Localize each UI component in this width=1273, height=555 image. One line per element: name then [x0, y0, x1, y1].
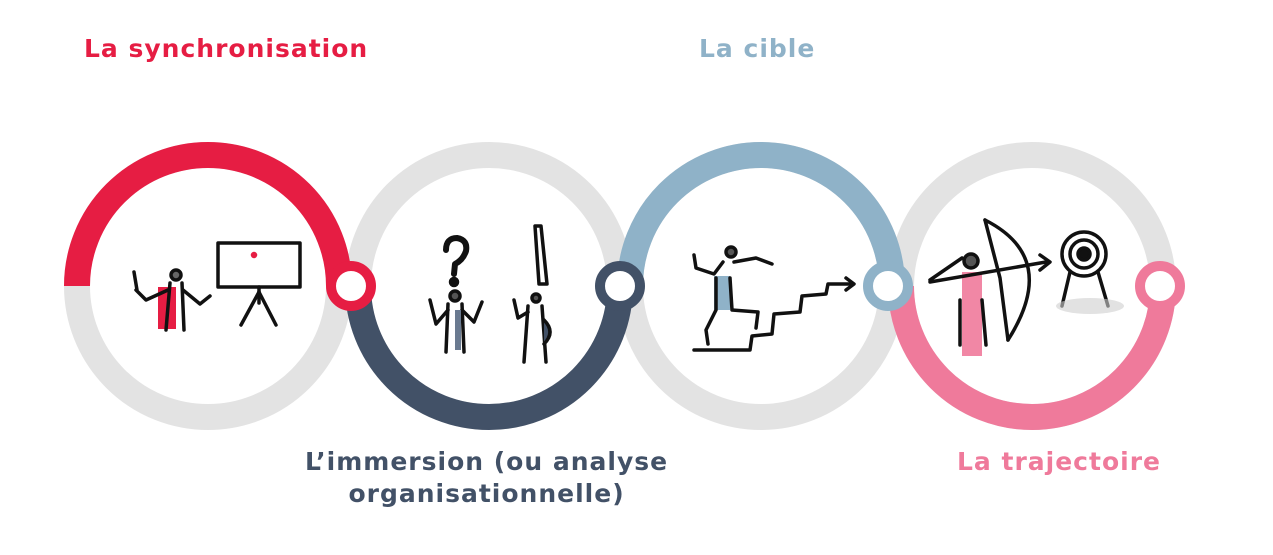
- step-label-trajectoire: La trajectoire: [957, 447, 1161, 476]
- step-label-immersion-line1: L’immersion (ou analyse: [305, 447, 669, 476]
- ring-1-arc: [64, 142, 352, 287]
- archer-target-icon: [928, 218, 1124, 356]
- connector-dot-2: [595, 261, 645, 311]
- presenter-whiteboard-icon: [132, 241, 302, 332]
- person-climbing-stairs-icon: [692, 245, 856, 352]
- connector-dot-1: [326, 261, 376, 311]
- ring-3-arc: [617, 142, 905, 287]
- connector-dot-3: [863, 261, 913, 311]
- connector-dot-4: [1135, 261, 1185, 311]
- step-label-immersion-line2: organisationnelle): [348, 479, 625, 508]
- ring-4-arc: [888, 285, 1176, 430]
- question-exclamation-people-icon: [428, 224, 552, 364]
- step-label-immersion: L’immersion (ou analyse organisationnell…: [305, 446, 668, 510]
- step-label-synchronisation: La synchronisation: [84, 34, 369, 63]
- ring-2-arc: [345, 285, 633, 430]
- step-label-cible: La cible: [699, 34, 816, 63]
